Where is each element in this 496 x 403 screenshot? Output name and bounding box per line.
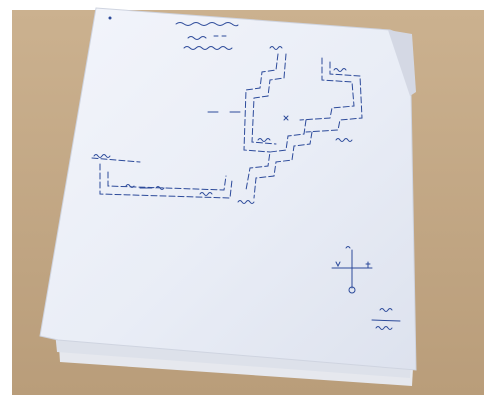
corner-dot xyxy=(108,16,112,20)
middle-pipe-inner xyxy=(253,131,313,199)
ink-sketch xyxy=(91,22,401,330)
lower-pipe-inner xyxy=(107,171,227,191)
paper-curled-edge xyxy=(388,30,416,96)
paper-sheet xyxy=(39,7,417,371)
scale-note-sketch xyxy=(371,308,401,330)
small-label-1 xyxy=(269,46,283,50)
middle-pipe-outer xyxy=(245,119,307,191)
right-pipe-inner xyxy=(305,61,363,133)
right-label-2 xyxy=(335,138,353,142)
right-label xyxy=(333,68,347,72)
center-mark xyxy=(283,115,289,121)
compass-sketch xyxy=(331,246,373,294)
middle-label xyxy=(257,138,271,142)
header-scribble-3 xyxy=(183,46,233,50)
lower-label-4 xyxy=(237,200,255,204)
lower-pipe-outer xyxy=(91,157,233,199)
lower-label xyxy=(93,154,111,158)
right-pipe-outer xyxy=(299,57,355,121)
upper-pipe-outer xyxy=(243,53,279,153)
header-scribble xyxy=(175,22,239,27)
lower-label-3 xyxy=(199,192,213,196)
header-scribble-2 xyxy=(187,35,227,40)
lower-label-2 xyxy=(125,184,165,190)
upper-pipe-inner xyxy=(251,53,287,145)
